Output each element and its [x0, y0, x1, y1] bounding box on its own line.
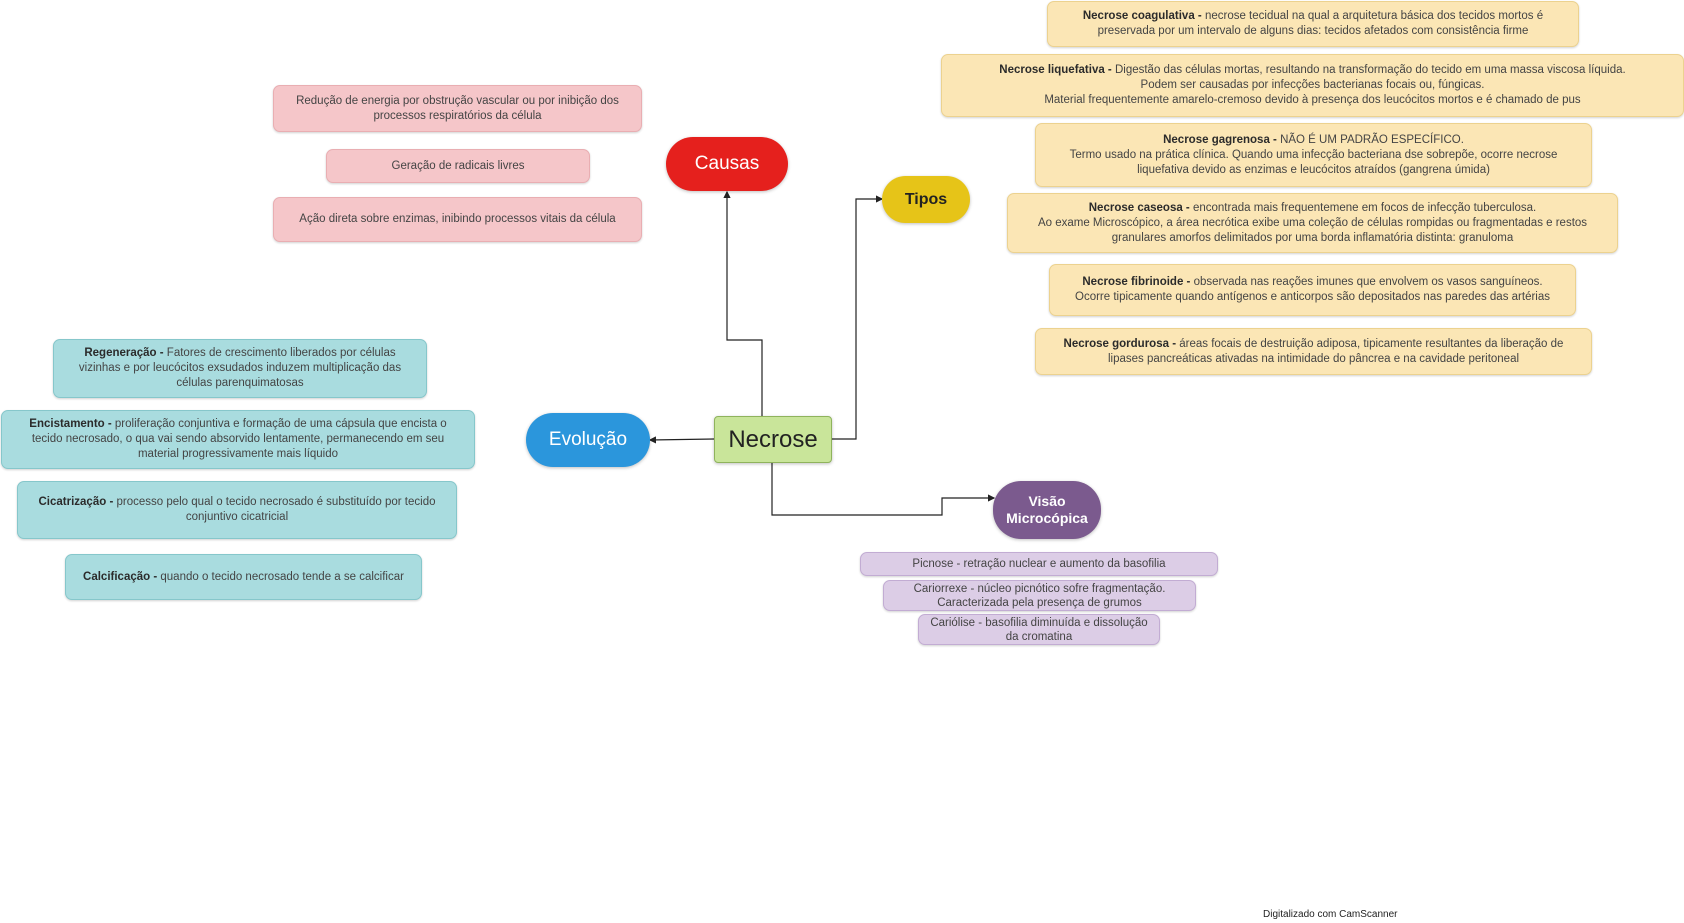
- tipo-text-line: Podem ser causadas por infecções bacteri…: [1140, 79, 1485, 91]
- evolucao-text-line: material progressivamente mais líquido: [137, 448, 339, 460]
- evolucao-item-cicatrizacao: Cicatrização - processo pelo qual o teci…: [17, 481, 457, 539]
- tipo-text-line: necrose tecidual na qual a arquitetura b…: [1201, 10, 1544, 22]
- scanner-watermark-text: Digitalizado com CamScanner: [1263, 909, 1398, 920]
- tipo-text-line: Material frequentemente amarelo-cremoso …: [1044, 94, 1581, 106]
- tipo-text-line: liquefativa devido as enzimas e leucócit…: [1137, 163, 1490, 176]
- tipo-text-line: NÃO É UM PADRÃO ESPECÍFICO.: [1276, 133, 1464, 146]
- link-causas: [723, 190, 763, 416]
- tipo-item-gordurosa: Necrose gordurosa - áreas focais de dest…: [1035, 328, 1592, 375]
- tipo-item-fibrinoide: Necrose fibrinoide - observada nas reaçõ…: [1049, 264, 1576, 316]
- causa-item: Geração de radicais livres: [326, 149, 590, 183]
- evolucao-text-line: processo pelo qual o tecido necrosado é …: [113, 496, 436, 508]
- evolucao-text-line: tecido necrosado, o qua vai sendo absorv…: [31, 433, 445, 445]
- tipo-text-line: preservada por um intervalo de alguns di…: [1097, 25, 1529, 37]
- tipo-title: Necrose gordurosa -: [1063, 337, 1177, 350]
- category-evolucao-label: Evolução: [548, 429, 628, 450]
- category-visao-label-line1: Visão: [1028, 493, 1066, 509]
- visao-item-cariolise: Cariólise - basofilia diminuída e dissol…: [918, 614, 1160, 645]
- tipo-text-line: Digestão das células mortas, resultando …: [1111, 64, 1626, 76]
- central-topic-necrose[interactable]: Necrose: [714, 416, 832, 463]
- tipo-text-line: Termo usado na prática clínica. Quando u…: [1069, 148, 1558, 161]
- tipo-text-line: granulares amorfos delimitados por uma b…: [1111, 231, 1514, 244]
- tipo-title: Necrose caseosa -: [1088, 201, 1190, 214]
- evolucao-item-encistamento: Encistamento - proliferação conjuntiva e…: [1, 410, 475, 469]
- evolucao-title: Encistamento -: [29, 418, 112, 430]
- category-tipos[interactable]: Tipos: [882, 176, 970, 223]
- visao-text-line: Caracterizada pela presença de grumos: [937, 596, 1142, 609]
- tipo-text-line: encontrada mais frequentemene em focos d…: [1189, 201, 1537, 214]
- category-visao-microscopica[interactable]: Visão Microcópica: [993, 481, 1101, 539]
- causa-item: Ação direta sobre enzimas, inibindo proc…: [273, 197, 642, 242]
- category-causas[interactable]: Causas: [666, 137, 788, 191]
- evolucao-title: Calcificação -: [83, 570, 158, 583]
- visao-item-cariorrexe: Cariorrexe - núcleo picnótico sofre frag…: [883, 580, 1196, 611]
- category-visao-label-line2: Microcópica: [1006, 510, 1088, 526]
- tipo-title: Necrose gagrenosa -: [1163, 133, 1277, 146]
- causa-text-line: Redução de energia por obstrução vascula…: [296, 94, 619, 107]
- causa-item: Redução de energia por obstrução vascula…: [273, 85, 642, 132]
- tipo-item-gagrenosa: Necrose gagrenosa - NÃO É UM PADRÃO ESPE…: [1035, 123, 1592, 187]
- tipo-item-coagulativa: Necrose coagulativa - necrose tecidual n…: [1047, 1, 1579, 47]
- category-evolucao[interactable]: Evolução: [526, 413, 650, 467]
- evolucao-title: Cicatrização -: [38, 496, 114, 508]
- tipo-text-line: Ocorre tipicamente quando antígenos e an…: [1075, 291, 1550, 303]
- evolucao-text-line: proliferação conjuntiva e formação de um…: [111, 418, 447, 430]
- tipo-text-line: Ao exame Microscópico, a área necrótica …: [1037, 216, 1588, 229]
- tipo-item-caseosa: Necrose caseosa - encontrada mais freque…: [1007, 193, 1618, 253]
- tipo-item-liquefativa: Necrose liquefativa - Digestão das célul…: [941, 54, 1684, 117]
- evolucao-text-line: quando o tecido necrosado tende a se cal…: [157, 570, 404, 583]
- category-causas-label: Causas: [694, 153, 760, 174]
- central-topic-label: Necrose: [728, 425, 818, 453]
- causa-text-line: Ação direta sobre enzimas, inibindo proc…: [299, 213, 616, 225]
- category-tipos-label: Tipos: [904, 190, 948, 208]
- visao-item-picnose: Picnose - retração nuclear e aumento da …: [860, 552, 1218, 576]
- link-visao: [771, 463, 996, 516]
- tipo-text-line: lipases pancreáticas ativadas na intimid…: [1107, 352, 1520, 365]
- visao-text-line: da cromatina: [1005, 630, 1073, 643]
- tipo-title: Necrose liquefativa -: [999, 64, 1112, 76]
- causa-text-line: Geração de radicais livres: [391, 159, 525, 172]
- tipo-text-line: observada nas reações imunes que envolve…: [1190, 276, 1543, 288]
- tipo-title: Necrose coagulativa -: [1082, 10, 1202, 22]
- visao-text-line: Picnose - retração nuclear e aumento da …: [912, 557, 1166, 570]
- evolucao-text-line: conjuntivo cicatricial: [185, 511, 289, 523]
- link-evolucao: [648, 436, 715, 444]
- evolucao-item-regeneracao: Regeneração - Fatores de crescimento lib…: [53, 339, 427, 398]
- evolucao-text-line: Fatores de crescimento liberados por cél…: [163, 347, 396, 359]
- evolucao-text-line: células parenquimatosas: [176, 377, 304, 389]
- tipo-title: Necrose fibrinoide -: [1082, 276, 1191, 288]
- visao-text-line: Cariólise - basofilia diminuída e dissol…: [930, 616, 1148, 629]
- evolucao-title: Regeneração -: [84, 347, 164, 359]
- causa-text-line: processos respiratórios da célula: [373, 109, 542, 122]
- tipo-text-line: áreas focais de destruição adiposa, tipi…: [1176, 337, 1564, 350]
- evolucao-item-calcificacao: Calcificação - quando o tecido necrosado…: [65, 554, 422, 600]
- visao-text-line: Cariorrexe - núcleo picnótico sofre frag…: [913, 582, 1166, 595]
- link-tipos: [832, 195, 884, 440]
- evolucao-text-line: vizinhas e por leucócitos exsudados indu…: [78, 362, 402, 374]
